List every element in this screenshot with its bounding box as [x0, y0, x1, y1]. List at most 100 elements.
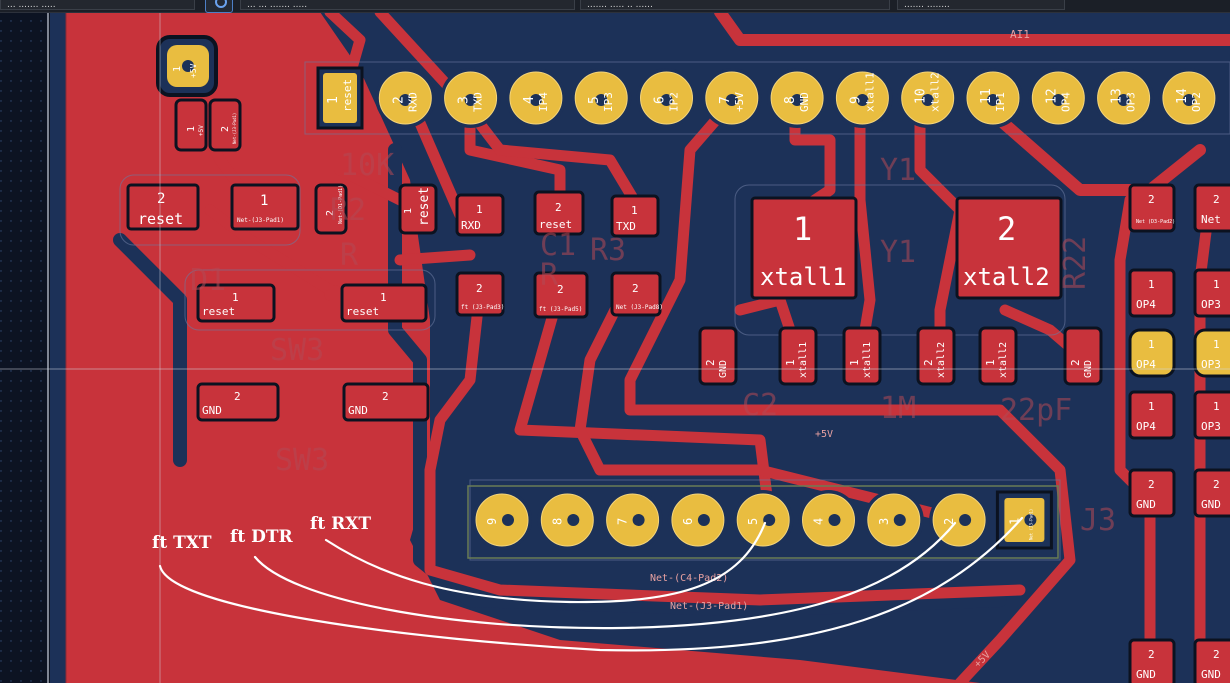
crystal-pads[interactable]: 1 xtall1 2 xtall2: [750, 196, 1063, 300]
svg-text:GND: GND: [1136, 668, 1156, 681]
j3-pin-9[interactable]: 9: [472, 490, 532, 550]
svg-text:xtall1: xtall1: [760, 263, 847, 291]
svg-text:reset: reset: [341, 79, 354, 112]
svg-text:RXD: RXD: [406, 92, 419, 112]
svg-text:2: 2: [704, 359, 717, 366]
svg-text:2: 2: [1213, 648, 1220, 661]
svg-text:R3: R3: [590, 233, 626, 268]
svg-text:GND: GND: [798, 92, 811, 112]
svg-text:2: 2: [922, 359, 935, 366]
refresh-icon[interactable]: [205, 0, 233, 13]
svg-text:xtall2: xtall2: [998, 342, 1009, 378]
svg-text:2: 2: [632, 282, 639, 295]
svg-text:6: 6: [653, 96, 668, 104]
svg-text:OP3: OP3: [1125, 92, 1138, 112]
smd-pad[interactable]: 2ft (J3-Pad5): [533, 271, 589, 319]
grid-select[interactable]: ... ....... .....: [0, 0, 195, 10]
zoom-select[interactable]: ....... ........: [897, 0, 1065, 10]
svg-text:+5V: +5V: [733, 92, 746, 112]
j3-pin-6[interactable]: 6: [667, 490, 728, 550]
j3-pin-4[interactable]: 4: [798, 490, 859, 550]
layer-select[interactable]: ... ... ....... .....: [240, 0, 575, 10]
svg-text:Net-(D1-Pad1): Net-(D1-Pad1): [338, 185, 344, 224]
j3-pin-7[interactable]: 7: [602, 490, 663, 550]
svg-text:1: 1: [476, 203, 483, 216]
svg-text:R: R: [340, 238, 359, 273]
svg-text:OP3: OP3: [1201, 420, 1221, 433]
copper-pour-left: [66, 12, 980, 683]
svg-text:6: 6: [681, 518, 695, 525]
silkscreen-labels: D1 10K R2 R SW3 SW3 C2 1M Y1 Y1 22pF R22…: [190, 148, 1116, 538]
svg-text:4: 4: [522, 96, 537, 104]
svg-text:1: 1: [784, 359, 797, 366]
j3-pin-3[interactable]: 3: [863, 490, 924, 550]
reset-pad-d1[interactable]: 2 reset: [126, 183, 200, 231]
svg-text:R2: R2: [330, 193, 366, 228]
svg-text:Net-(J3-Pad1): Net-(J3-Pad1): [232, 113, 237, 144]
header-pin-7[interactable]: 7+5V: [701, 68, 762, 128]
smd-pad[interactable]: 2ft (J3-Pad3): [455, 271, 505, 317]
j3-pin-8[interactable]: 8: [537, 490, 598, 550]
svg-text:Net (J3-Pad8): Net (J3-Pad8): [616, 304, 663, 311]
vpad-5v[interactable]: 1 +5V: [156, 35, 218, 97]
svg-text:10: 10: [914, 88, 929, 104]
net-j3-pad1[interactable]: 1 Net-(J3-Pad1): [230, 183, 300, 231]
svg-text:GND: GND: [348, 404, 368, 417]
j3-pin-5[interactable]: 5: [733, 490, 794, 550]
cap-pads[interactable]: 1 +5V 2 Net-(J3-Pad1): [174, 98, 242, 152]
svg-text:1: 1: [1148, 400, 1155, 413]
svg-text:ft (J3-Pad5): ft (J3-Pad5): [539, 306, 582, 313]
r2-pads[interactable]: 2 Net-(D1-Pad1) 1 reset: [314, 183, 438, 235]
svg-text:2: 2: [1148, 648, 1155, 661]
svg-text:OP2: OP2: [1190, 92, 1203, 112]
svg-text:10K: 10K: [340, 148, 394, 183]
